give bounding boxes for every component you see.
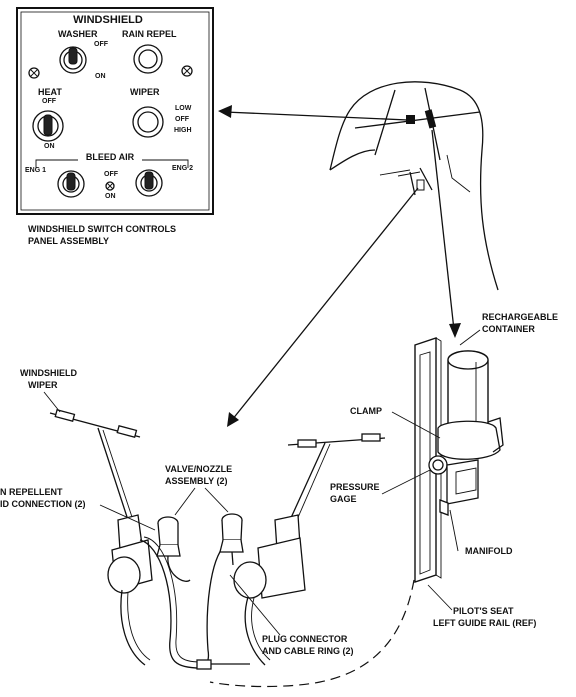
wiper-label-2: WIPER [28,380,58,390]
eng1-bleed-toggle[interactable] [57,170,85,198]
washer-off-label: OFF [94,41,109,48]
arrow-to-container [431,129,461,338]
switch-panel: WINDSHIELD WASHER RAIN REPEL OFF ON HEAT… [16,7,214,215]
right-wiper-arm [287,433,386,523]
tee-fitting [196,659,212,670]
panel-screw-right [181,65,193,77]
heat-off-label: OFF [42,98,57,105]
center-valve-nozzle [219,513,244,566]
eng2-bleed-toggle[interactable] [135,169,163,197]
wiper-rotary-knob[interactable] [132,106,164,138]
heat-label: HEAT [38,87,62,97]
arrow-to-panel [218,105,409,121]
leader-wiper [43,391,61,413]
bleed-off-label: OFF [104,171,119,178]
washer-on-label: ON [95,73,106,80]
leader-rain [99,504,156,531]
plug-label-1: PLUG CONNECTOR [262,634,348,644]
left-valve-nozzle [156,516,191,582]
arrow-to-valve [227,187,419,427]
eng1-label: ENG 1 [25,167,46,174]
recharge-label-1: RECHARGEABLE [482,312,558,322]
bleed-air-label: BLEED AIR [86,152,135,162]
panel-caption-line2: PANEL ASSEMBLY [28,236,109,246]
rain-label-2: ID CONNECTION (2) [0,499,86,509]
washer-toggle-switch[interactable] [59,46,87,74]
left-wiper-motor [107,514,153,666]
leader-valve-center [204,487,229,513]
rain-label-1: N REPELLENT [0,487,63,497]
left-wiper-arm [49,408,141,521]
recharge-label-2: CONTAINER [482,324,535,334]
washer-label: WASHER [58,29,98,39]
wiper-low-label: LOW [175,105,192,112]
container-clamp [437,417,504,460]
leader-rail [427,584,453,611]
manifold-block [439,459,479,516]
left-fluid-line [139,539,201,669]
supply-hose-dashed [209,579,415,688]
rail-label-2: LEFT GUIDE RAIL (REF) [433,618,536,628]
pressure-label-2: GAGE [330,494,357,504]
rain-repel-button[interactable] [133,44,163,74]
cockpit-windshield-outline [329,81,499,291]
leader-manifold [449,509,459,552]
clamp-label: CLAMP [350,406,382,416]
center-fluid-line [199,544,226,669]
wiper-off-label: OFF [175,116,190,123]
wiper-high-label: HIGH [174,127,192,134]
bleed-air-bracket [35,159,189,168]
rail-label-1: PILOT'S SEAT [453,606,514,616]
windshield-nozzle-right [424,109,437,129]
panel-screw-left [28,67,40,79]
valve-label-1: VALVE/NOZZLE [165,464,232,474]
plug-label-2: AND CABLE RING (2) [262,646,354,656]
panel-caption-line1: WINDSHIELD SWITCH CONTROLS [28,224,176,234]
leader-plug [229,574,281,636]
leader-pressure [381,469,431,495]
pressure-gage [428,455,448,475]
rain-repel-label: RAIN REPEL [122,29,177,39]
leader-clamp [391,411,441,439]
heat-toggle-switch[interactable] [32,110,64,142]
panel-title: WINDSHIELD [73,14,143,26]
leader-recharge [459,329,481,346]
bleed-on-label: ON [105,193,116,200]
windshield-nozzle-left [406,115,415,124]
bleed-screw-icon [105,181,115,191]
valve-label-2: ASSEMBLY (2) [165,476,228,486]
manifold-label: MANIFOLD [465,546,513,556]
leader-valve-left [174,487,196,516]
pilot-seat-guide-rail [414,337,442,583]
wiper-label: WIPER [130,87,160,97]
pressure-label-1: PRESSURE [330,482,380,492]
heat-on-label: ON [44,143,55,150]
wiper-label-1: WINDSHIELD [20,368,77,378]
eng2-label: ENG 2 [172,165,193,172]
